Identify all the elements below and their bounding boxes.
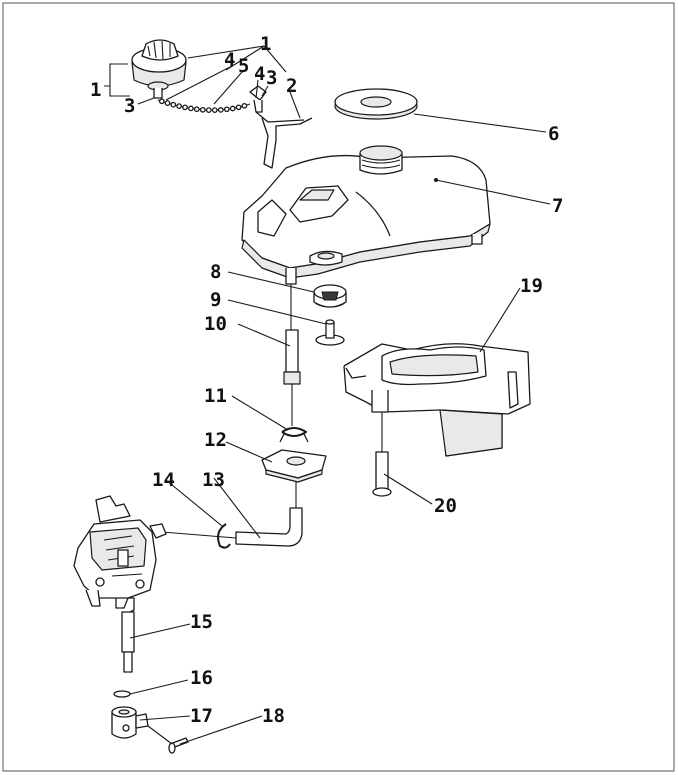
callout-2: 2 <box>286 75 297 97</box>
callout-8: 8 <box>210 261 221 283</box>
leader-3a <box>137 97 155 105</box>
collar-part <box>111 706 149 739</box>
bail-wire-part <box>255 111 313 169</box>
callout-3a: 3 <box>124 95 135 117</box>
leader-4b <box>255 79 259 99</box>
callout-1a: 1 <box>90 79 101 101</box>
chain-bead <box>182 104 188 111</box>
link-rod-part <box>115 597 135 673</box>
callout-12: 12 <box>204 429 227 451</box>
chain-bead <box>241 102 248 109</box>
housing-part <box>343 343 531 457</box>
callout-14: 14 <box>152 469 175 491</box>
callout-labels: 1 1 2 3 3 4 4 5 6 7 8 9 10 11 12 13 14 1… <box>90 33 563 727</box>
callout-1b: 1 <box>260 33 271 55</box>
leader-3b <box>261 85 269 97</box>
carburetor-part <box>73 495 167 607</box>
chain-bead <box>205 107 212 113</box>
callout-18: 18 <box>262 705 285 727</box>
leader-1a <box>104 63 130 97</box>
leader-4a <box>165 65 233 101</box>
callout-11: 11 <box>204 385 227 407</box>
chain-part <box>157 85 267 113</box>
callout-10: 10 <box>204 313 227 335</box>
screw-part <box>147 725 189 754</box>
callout-5: 5 <box>238 55 249 77</box>
fuel-tank-part <box>241 145 491 285</box>
leader-12 <box>225 441 273 463</box>
filter-screen-part <box>313 284 347 308</box>
leader-13 <box>213 477 261 539</box>
callout-19: 19 <box>520 275 543 297</box>
leader-15 <box>129 623 191 639</box>
pin-part <box>372 412 392 497</box>
leader-14 <box>165 479 223 527</box>
chain-bead <box>223 106 230 113</box>
callout-7: 7 <box>552 195 563 217</box>
hose-clamp-part <box>217 523 231 549</box>
chain-bead <box>211 107 218 113</box>
chain-bead <box>188 105 194 112</box>
chain-bead <box>164 100 171 106</box>
leader-8 <box>227 271 315 293</box>
leader-5 <box>213 71 243 105</box>
leader-lines <box>104 45 551 745</box>
leader-16 <box>129 679 189 695</box>
hose-clip-part <box>279 427 309 443</box>
chain-bead <box>158 98 165 105</box>
callout-20: 20 <box>434 495 457 517</box>
chain-bead <box>176 103 182 109</box>
leader-19 <box>479 287 521 353</box>
callout-15: 15 <box>190 611 213 633</box>
leader-10 <box>237 323 291 347</box>
leader-20 <box>383 473 433 505</box>
callout-17: 17 <box>190 705 213 727</box>
fuel-hose-part <box>161 482 303 547</box>
callout-3b: 3 <box>266 67 277 89</box>
callout-13: 13 <box>202 469 225 491</box>
leader-6 <box>413 113 547 133</box>
callout-9: 9 <box>210 289 221 311</box>
callout-6: 6 <box>548 123 559 145</box>
leader-18 <box>179 715 263 745</box>
leader-17 <box>139 715 191 721</box>
o-ring-part <box>113 690 131 698</box>
callout-4a: 4 <box>224 49 235 71</box>
leader-1b <box>187 45 287 73</box>
chain-bead <box>235 104 242 111</box>
fuel-pipe-part <box>283 284 301 426</box>
chain-bead <box>199 106 206 113</box>
chain-bead <box>217 107 224 113</box>
chain-bead <box>193 106 200 113</box>
fuel-cap-part <box>131 39 187 99</box>
gasket-part <box>334 88 418 120</box>
chain-bead <box>229 105 236 112</box>
leader-11 <box>231 395 289 431</box>
callout-16: 16 <box>190 667 213 689</box>
leader-2 <box>289 91 301 119</box>
callout-4b: 4 <box>254 63 265 85</box>
leader-9 <box>227 299 327 325</box>
leader-7 <box>435 179 551 205</box>
chain-bead <box>170 101 177 108</box>
valve-part <box>315 319 345 346</box>
bracket-part <box>261 449 327 483</box>
